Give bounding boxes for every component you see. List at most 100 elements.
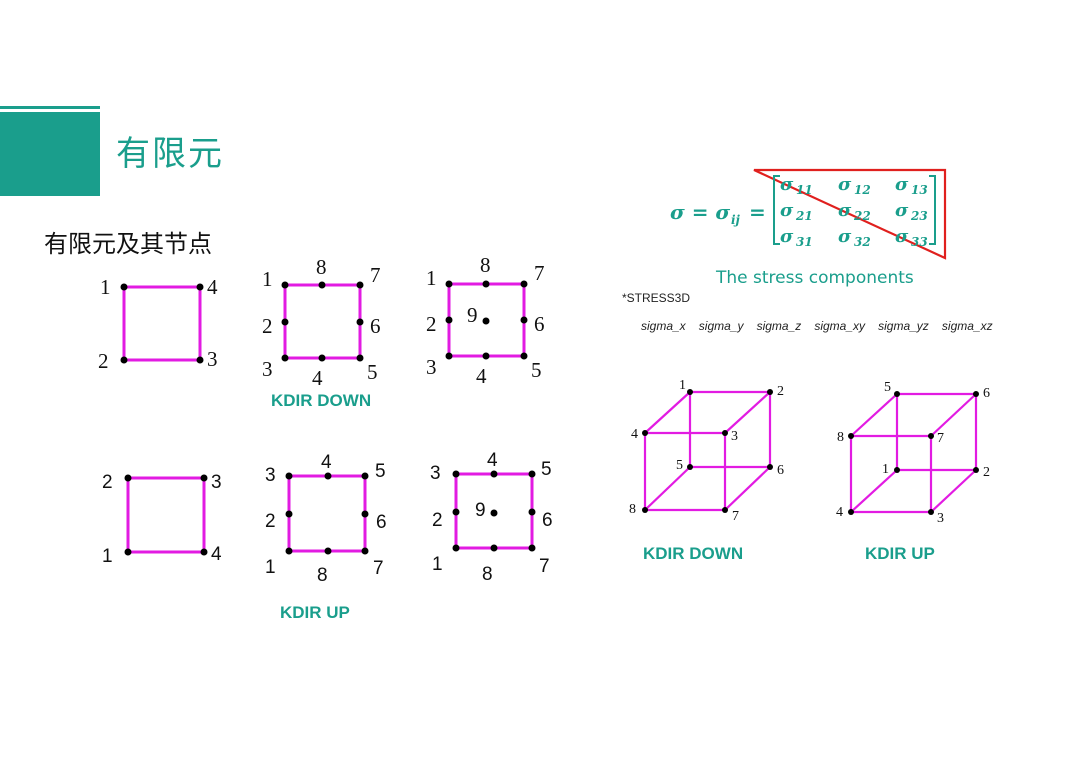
matrix-21-symbol: σ xyxy=(780,200,794,221)
node-label: 2 xyxy=(777,384,784,399)
node-label: 8 xyxy=(480,253,491,277)
node-label: 6 xyxy=(983,386,990,401)
highlight-triangle xyxy=(753,168,947,260)
matrix-12-subscript: 12 xyxy=(854,183,871,197)
matrix-22-symbol: σ xyxy=(838,200,852,221)
node xyxy=(318,354,326,362)
matrix-33-subscript: 33 xyxy=(911,235,928,249)
node-label: 5 xyxy=(884,380,891,395)
node xyxy=(356,354,364,362)
kdir-up-label-quads: KDIR UP xyxy=(280,603,350,622)
node xyxy=(482,280,490,288)
sigma-component: sigma_y xyxy=(698,319,744,333)
node xyxy=(120,356,128,364)
matrix-22-subscript: 22 xyxy=(853,209,871,223)
node xyxy=(452,508,460,516)
node xyxy=(894,391,900,397)
node xyxy=(196,283,204,291)
matrix-11-subscript: 11 xyxy=(796,183,813,197)
node xyxy=(520,280,528,288)
node xyxy=(356,281,364,289)
quad9-up: 1 2 3 4 5 6 7 8 9 xyxy=(430,450,553,585)
matrix-12-symbol: σ xyxy=(838,174,852,195)
sigma-component: sigma_xy xyxy=(814,319,866,333)
node xyxy=(642,430,648,436)
node-label: 8 xyxy=(316,255,327,279)
cube-edge xyxy=(644,466,691,511)
cube-edge xyxy=(850,393,898,437)
node-label: 3 xyxy=(262,357,273,381)
node xyxy=(445,352,453,360)
node-label: 1 xyxy=(100,275,111,299)
node-label: 7 xyxy=(732,509,739,524)
node-label: 4 xyxy=(321,452,332,473)
stress-components-caption: The stress components xyxy=(716,268,914,288)
cube-edge xyxy=(644,391,691,434)
cube-edge xyxy=(850,469,898,513)
node xyxy=(528,544,536,552)
node-label: 1 xyxy=(432,554,443,575)
title-accent-block xyxy=(0,112,100,196)
node xyxy=(452,470,460,478)
node xyxy=(318,281,326,289)
sigma-components-row: sigma_x sigma_y sigma_z sigma_xy sigma_y… xyxy=(641,315,1001,334)
node-label: 4 xyxy=(487,450,498,471)
node-label: 1 xyxy=(262,267,273,291)
stress-equation: σ = σ ij = σ 11 σ 12 σ 13 σ 21 σ 22 σ 23… xyxy=(670,168,947,260)
quad8-down: 1 2 3 4 5 6 7 8 xyxy=(262,255,381,390)
element-edge xyxy=(122,285,202,362)
title-accent-line xyxy=(0,106,100,109)
node-label: 7 xyxy=(539,556,550,577)
node-label: 3 xyxy=(426,355,437,379)
node-label: 4 xyxy=(631,427,638,442)
node xyxy=(281,354,289,362)
equation-lhs: σ = σ xyxy=(670,200,730,224)
node xyxy=(687,464,693,470)
node xyxy=(687,389,693,395)
matrix-13-subscript: 13 xyxy=(911,183,928,197)
hex8-cube-up: 1 2 3 4 5 6 7 8 xyxy=(836,380,990,526)
node-label: 2 xyxy=(262,314,273,338)
matrix-11-symbol: σ xyxy=(780,174,794,195)
node xyxy=(281,281,289,289)
node-label: 6 xyxy=(777,463,784,478)
node-label: 3 xyxy=(207,347,218,371)
node-label: 1 xyxy=(882,462,889,477)
node xyxy=(767,389,773,395)
node-label: 1 xyxy=(102,546,113,567)
node xyxy=(490,509,498,517)
node-label: 8 xyxy=(629,502,636,517)
node-label: 8 xyxy=(317,565,328,586)
sigma-component: sigma_z xyxy=(756,319,802,333)
element-edge xyxy=(126,476,206,554)
equation-lhs-subscript: ij xyxy=(731,213,741,227)
node xyxy=(490,470,498,478)
equation-equals: = xyxy=(749,200,766,224)
node-label: 4 xyxy=(312,366,323,390)
node xyxy=(361,472,369,480)
node-label: 1 xyxy=(426,266,437,290)
node-label: 2 xyxy=(98,349,109,373)
matrix-left-bracket xyxy=(773,175,780,245)
subtitle: 有限元及其节点 xyxy=(44,230,212,258)
node-label: 1 xyxy=(679,378,686,393)
node-label: 6 xyxy=(542,510,553,531)
node xyxy=(928,433,934,439)
node xyxy=(324,472,332,480)
node-label: 2 xyxy=(102,472,113,493)
matrix-31-subscript: 31 xyxy=(796,235,813,249)
node xyxy=(928,509,934,515)
node-label: 3 xyxy=(731,429,738,444)
node-label: 4 xyxy=(476,364,487,388)
node-label: 5 xyxy=(375,461,386,482)
node xyxy=(120,283,128,291)
node-label: 2 xyxy=(426,312,437,336)
cube-edge xyxy=(724,391,771,434)
quad8-up: 1 2 3 4 5 6 7 8 xyxy=(265,452,387,586)
matrix-33-symbol: σ xyxy=(895,226,909,247)
node xyxy=(722,430,728,436)
sigma-component: sigma_x xyxy=(641,319,686,333)
matrix-32-symbol: σ xyxy=(838,226,852,247)
